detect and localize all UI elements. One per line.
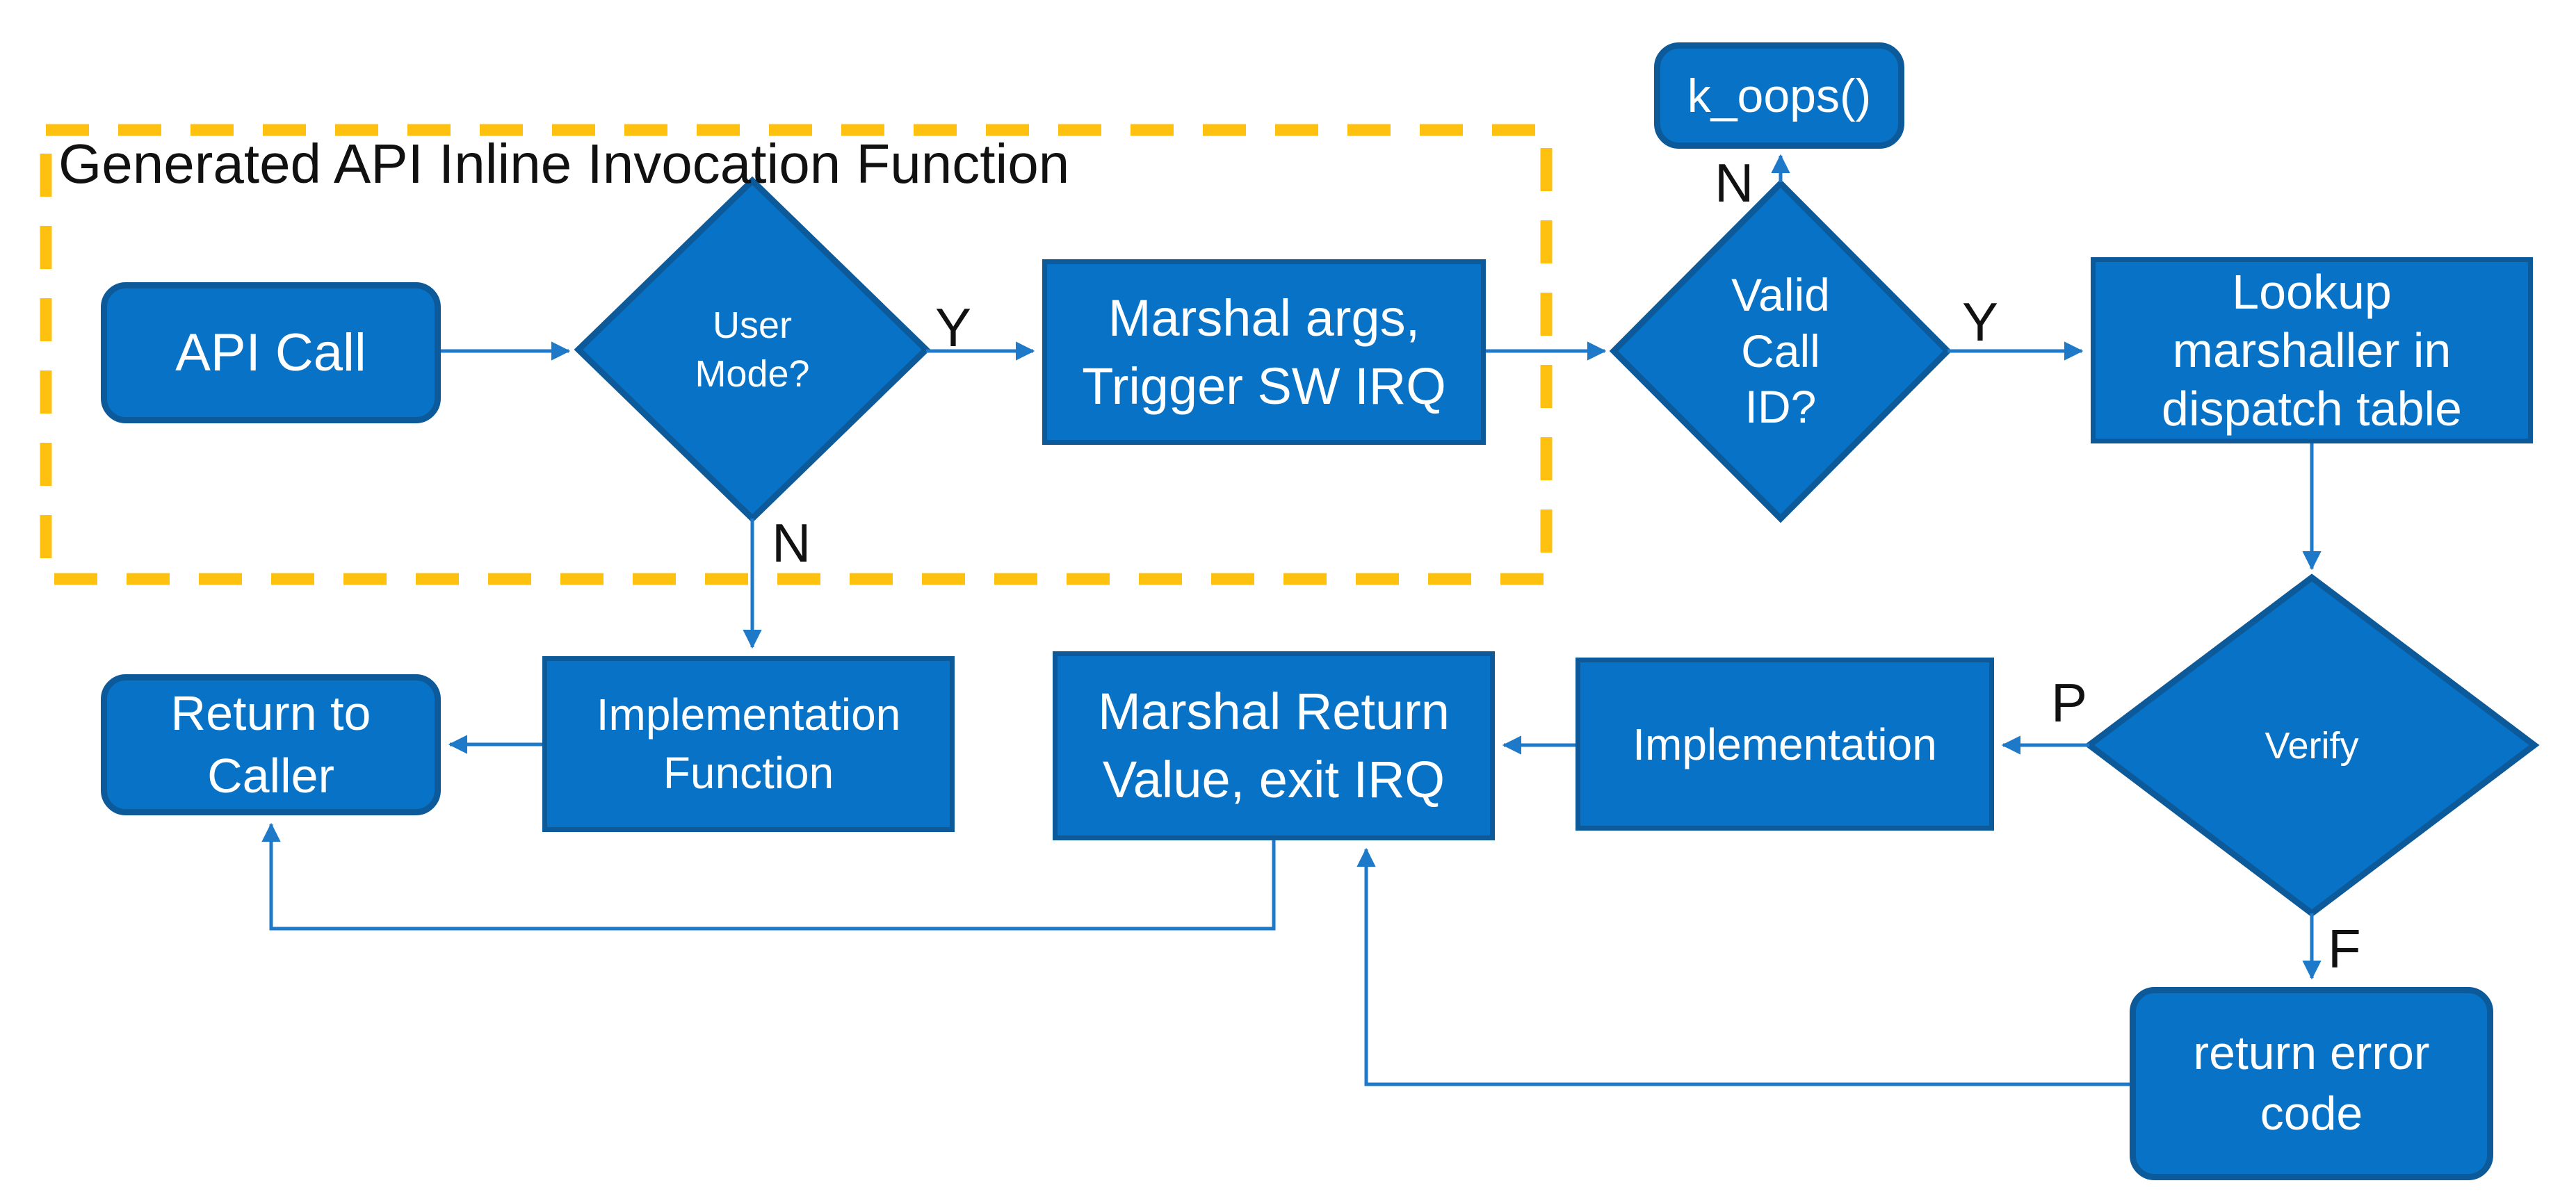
- node-user-mode-shape: [574, 176, 931, 523]
- node-implementation-function: Implementation Function: [542, 656, 955, 832]
- edge-label-user-mode-yes: Y: [935, 297, 972, 358]
- group-title: Generated API Inline Invocation Function: [58, 133, 1070, 195]
- node-k-oops: k_oops(): [1654, 42, 1904, 149]
- node-valid-call-id-shape: [1609, 179, 1952, 523]
- node-marshal-return: Marshal Return Value, exit IRQ: [1053, 651, 1495, 840]
- edge-label-valid-call-yes: Y: [1962, 291, 1999, 352]
- node-verify-shape: [2084, 573, 2540, 917]
- node-return-to-caller: Return to Caller: [101, 674, 441, 815]
- edge-label-verify-fail: F: [2328, 918, 2361, 979]
- group-boundary-generated-api: [40, 124, 1553, 585]
- node-marshal-args: Marshal args, Trigger SW IRQ: [1042, 259, 1486, 445]
- edge-label-valid-call-no: N: [1715, 152, 1754, 213]
- node-api-call: API Call: [101, 282, 441, 423]
- node-return-error-code: return error code: [2130, 987, 2493, 1180]
- node-lookup-marshaller: Lookup marshaller in dispatch table: [2091, 257, 2533, 443]
- edge-return-error-code-to-marshal-return: [1356, 847, 2130, 1086]
- edge-label-user-mode-no: N: [772, 512, 811, 573]
- edge-marshal-return-to-return-to-caller: [261, 822, 1276, 931]
- edge-label-verify-pass: P: [2051, 672, 2088, 733]
- node-implementation: Implementation: [1575, 658, 1994, 831]
